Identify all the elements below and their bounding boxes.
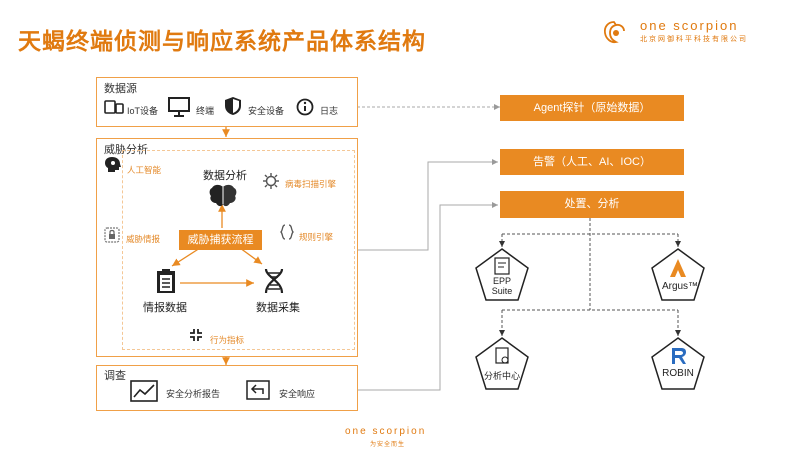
dna-icon (264, 268, 284, 294)
threat-analysis-box (96, 138, 358, 357)
analysis-center-label: 分析中心 (483, 371, 520, 381)
security-report-label: 安全分析报告 (166, 389, 221, 399)
brand-subtitle: 北京网御科平科技有限公司 (640, 36, 748, 43)
brain-icon (209, 184, 237, 207)
chart-report-icon (130, 380, 158, 402)
argus-node (651, 248, 705, 301)
security-device-label: 安全设备 (248, 106, 285, 116)
scorpion-logo-icon (603, 21, 625, 44)
shield-icon (225, 97, 241, 115)
epp-suite-label: EPP Suite (491, 276, 513, 296)
robin-node (651, 337, 705, 390)
virus-icon (263, 173, 279, 189)
log-label: 日志 (320, 106, 339, 116)
intel-data-label: 情报数据 (143, 302, 187, 314)
data-source-label: 数据源 (104, 83, 137, 95)
page-title: 天蝎终端侦测与响应系统产品体系结构 (18, 29, 426, 55)
data-collection-label: 数据采集 (256, 302, 300, 314)
brand-name: one scorpion (640, 18, 739, 33)
argus-label: Argus™ (661, 281, 699, 292)
virus-engine-label: 病毒扫描引擎 (285, 179, 337, 189)
security-response-label: 安全响应 (279, 389, 316, 399)
rule-engine-label: 规则引擎 (299, 232, 334, 242)
reply-icon (246, 380, 270, 400)
agent-probe-bar: Agent探针（原始数据） (500, 95, 684, 121)
iot-device-icon (104, 100, 124, 114)
alert-bar: 告警（人工、AI、IOC） (500, 149, 684, 175)
data-source-box (96, 77, 358, 127)
investigation-label: 调查 (104, 370, 126, 382)
threat-analysis-inner (122, 150, 355, 350)
iot-device-label: IoT设备 (127, 106, 159, 116)
lock-icon (104, 227, 120, 243)
analysis-center-node (475, 337, 529, 390)
threat-hunt-flow: 威胁捕获流程 (179, 230, 262, 250)
shrink-icon (190, 329, 202, 341)
handle-analyze-bar: 处置、分析 (500, 191, 684, 218)
ai-head-icon (105, 157, 121, 172)
data-analysis-title: 数据分析 (203, 170, 247, 182)
investigation-box (96, 365, 358, 411)
footer-brand: one scorpion (345, 426, 427, 437)
robin-label: ROBIN (662, 368, 694, 379)
threat-intel-label: 威胁情报 (126, 234, 161, 244)
clipboard-icon (157, 269, 175, 293)
monitor-icon (168, 97, 190, 117)
ai-label: 人工智能 (127, 165, 162, 175)
behavior-indicator-label: 行为指标 (210, 335, 245, 345)
footer-slogan: 为安全而生 (370, 442, 406, 448)
epp-suite-node (475, 248, 529, 301)
code-braces-icon (280, 224, 294, 240)
terminal-label: 终端 (196, 106, 215, 116)
info-icon (296, 98, 314, 116)
